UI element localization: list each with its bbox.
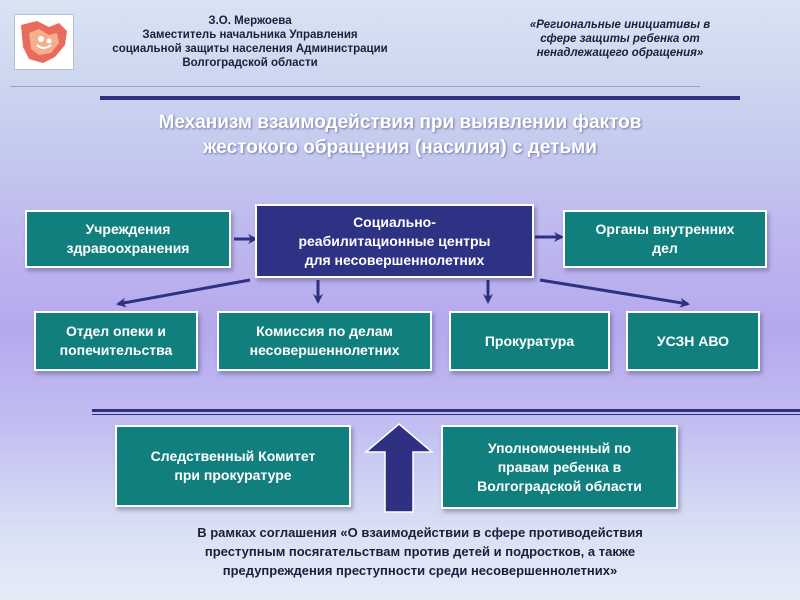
author-name: З.О. Мержоева	[208, 15, 292, 27]
box-healthcare: Учреждения здравоохранения	[25, 210, 231, 268]
box-police: Органы внутренних дел	[563, 210, 767, 268]
slide-title-line-2: жестокого обращения (насилия) с детьми	[203, 137, 597, 158]
author-position-line-3: Волгоградской области	[182, 57, 318, 69]
agreement-note-line-3: предупреждения преступности среди несове…	[222, 563, 618, 578]
box-healthcare-line-2: здравоохранения	[66, 240, 190, 256]
arrow-rehab-to-guardianship	[116, 278, 251, 308]
box-ombudsman-line-2: правам ребенка в	[497, 458, 622, 475]
box-rehab-centers: Социально- реабилитационные центры для н…	[255, 204, 534, 278]
presentation-title-line-3: ненадлежащего обращения»	[536, 47, 704, 59]
agreement-note: В рамках соглашения «О взаимодействии в …	[130, 523, 710, 580]
box-commission-line-1: Комиссия по делам	[256, 323, 393, 339]
box-prosecutor: Прокуратура	[449, 311, 610, 371]
box-guardianship-line-2: попечительства	[59, 342, 173, 358]
box-investigative-committee: Следственный Комитет при прокуратуре	[115, 425, 351, 507]
title-accent-bar	[100, 96, 740, 100]
slide-title: Механизм взаимодействия при выявлении фа…	[60, 110, 740, 160]
author-info: З.О. Мержоева Заместитель начальника Упр…	[80, 14, 420, 70]
box-healthcare-line-1: Учреждения	[85, 221, 171, 237]
agreement-note-line-2: преступным посягательствам против детей …	[204, 544, 636, 559]
presentation-title: «Региональные инициативы в сфере защиты …	[500, 18, 740, 60]
box-police-line-2: дел	[652, 240, 678, 256]
section-separator-thick	[92, 409, 800, 412]
region-map-emblem-icon	[21, 21, 67, 63]
arrow-rehab-to-uszn	[539, 278, 690, 308]
box-ombudsman: Уполномоченный по правам ребенка в Волго…	[441, 425, 678, 509]
box-rehab-line-3: для несовершеннолетних	[304, 251, 485, 268]
box-ombudsman-line-3: Волгоградской области	[477, 477, 642, 494]
box-uszn-line-1: УСЗН АВО	[656, 332, 730, 349]
box-rehab-line-2: реабилитационные центры	[298, 232, 491, 249]
box-police-line-1: Органы внутренних	[595, 221, 735, 237]
box-investigative-line-1: Следственный Комитет	[150, 448, 316, 464]
box-rehab-line-1: Социально-	[353, 213, 436, 230]
header-divider	[10, 86, 700, 87]
box-prosecutor-line-1: Прокуратура	[484, 332, 575, 349]
presentation-title-line-2: сфере защиты ребенка от	[540, 33, 700, 45]
author-position-line-1: Заместитель начальника Управления	[142, 29, 358, 41]
slide-title-line-1: Механизм взаимодействия при выявлении фа…	[158, 112, 642, 133]
box-commission-line-2: несовершеннолетних	[249, 342, 400, 358]
box-commission: Комиссия по делам несовершеннолетних	[217, 311, 432, 371]
agreement-note-line-1: В рамках соглашения «О взаимодействии в …	[197, 525, 643, 540]
box-guardianship: Отдел опеки и попечительства	[34, 311, 198, 371]
box-guardianship-line-1: Отдел опеки и	[66, 323, 166, 339]
box-uszn: УСЗН АВО	[626, 311, 760, 371]
upward-arrow	[363, 423, 435, 513]
presentation-title-line-1: «Региональные инициативы в	[529, 19, 711, 31]
section-separator-thin	[92, 414, 800, 415]
box-investigative-line-2: при прокуратуре	[174, 467, 292, 483]
author-position-line-2: социальной защиты населения Администраци…	[112, 43, 388, 55]
box-ombudsman-line-1: Уполномоченный по	[487, 439, 632, 456]
organization-logo	[14, 14, 74, 70]
